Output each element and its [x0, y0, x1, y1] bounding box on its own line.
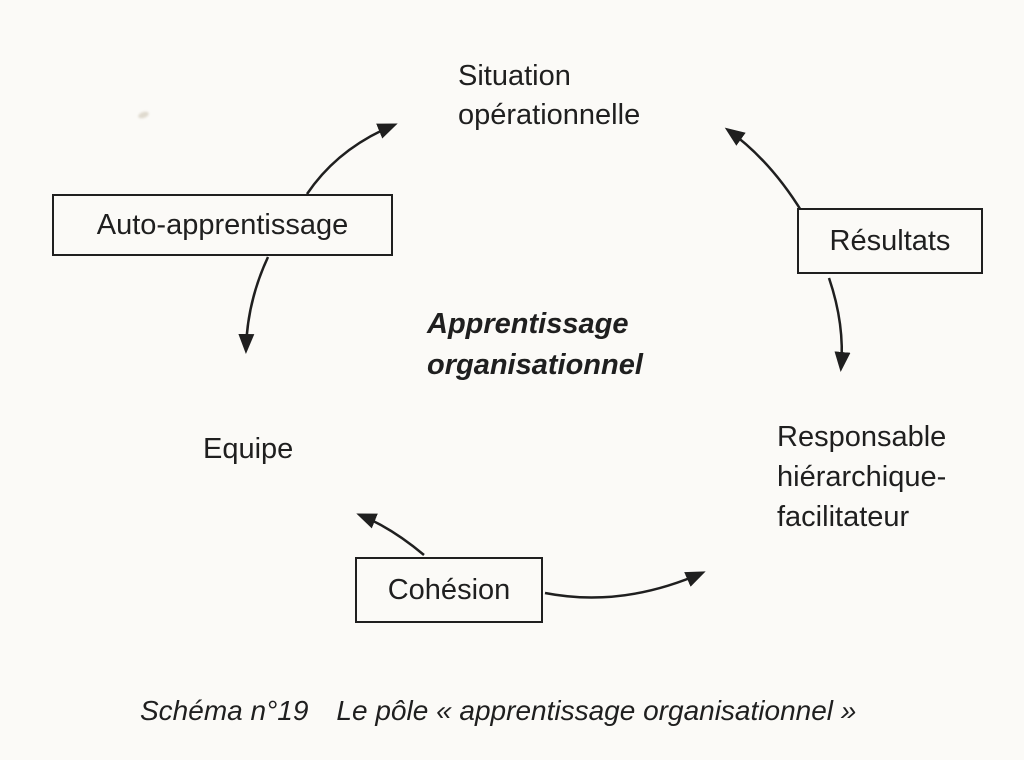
arrow-auto-apprentissage-to-equipe: [238, 256, 270, 354]
figure-caption-number: Schéma n°19: [140, 695, 309, 726]
node-responsable-hierarchique-facilitateur: Responsable hiérarchique- facilitateur: [777, 421, 947, 533]
node-equipe: Equipe: [203, 433, 294, 465]
arrow-cohesion-to-equipe: [356, 513, 425, 556]
arrow-resultats-to-responsable: [827, 277, 851, 372]
arrow-resultats-to-situation: [724, 127, 804, 213]
node-auto-apprentissage-label: Auto-apprentissage: [96, 208, 349, 241]
node-cohesion: Cohésion: [355, 557, 543, 623]
figure-caption: Schéma n°19 Le pôle « apprentissage organ…: [140, 695, 856, 727]
arrow-auto-apprentissage-to-situation: [305, 123, 398, 195]
node-resultats-label: Résultats: [829, 224, 951, 257]
scan-speck: [137, 110, 150, 120]
node-cohesion-label: Cohésion: [387, 573, 511, 606]
node-resultats: Résultats: [797, 208, 983, 274]
node-situation-operationnelle: Situation opérationnelle: [458, 60, 641, 131]
node-apprentissage-organisationnel: Apprentissage organisationnel: [427, 308, 643, 381]
arrow-cohesion-to-responsable: [544, 571, 706, 599]
node-auto-apprentissage: Auto-apprentissage: [52, 194, 393, 256]
figure-caption-title: Le pôle « apprentissage organisationnel …: [336, 695, 857, 726]
